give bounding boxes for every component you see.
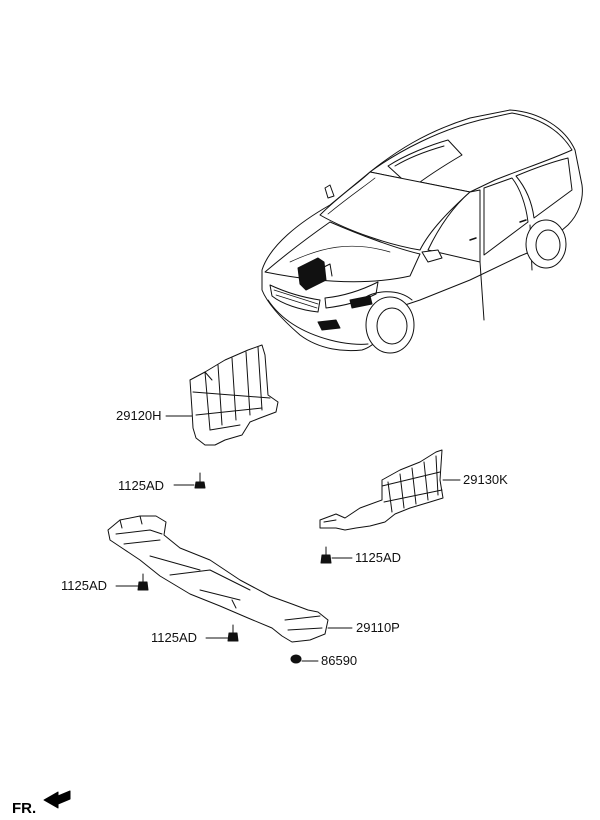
- front-direction-label: FR.: [12, 800, 37, 817]
- clip-86590: [290, 654, 302, 664]
- part-29120h-splash-shield: [189, 344, 279, 446]
- bolt-1125ad-d: [227, 624, 239, 642]
- front-arrow-icon: [43, 790, 71, 809]
- bolt-1125ad-b: [320, 546, 332, 564]
- callout-1125ad-b: 1125AD: [355, 550, 402, 565]
- callout-1125ad-d: 1125AD: [151, 630, 198, 645]
- leader-lines: [115, 415, 461, 662]
- callout-29110p: 29110P: [356, 620, 400, 635]
- callout-86590: 86590: [321, 653, 358, 668]
- bolt-1125ad-a: [194, 472, 206, 489]
- bolt-1125ad-c: [137, 573, 149, 591]
- part-29110p-under-cover: [107, 515, 329, 643]
- callout-29130k: 29130K: [463, 472, 508, 487]
- car-illustration: [261, 109, 583, 354]
- callout-1125ad-c: 1125AD: [61, 578, 108, 593]
- callout-29120h: 29120H: [116, 408, 162, 423]
- part-29130k-side-cover: [319, 449, 444, 531]
- callout-1125ad-a: 1125AD: [118, 478, 165, 493]
